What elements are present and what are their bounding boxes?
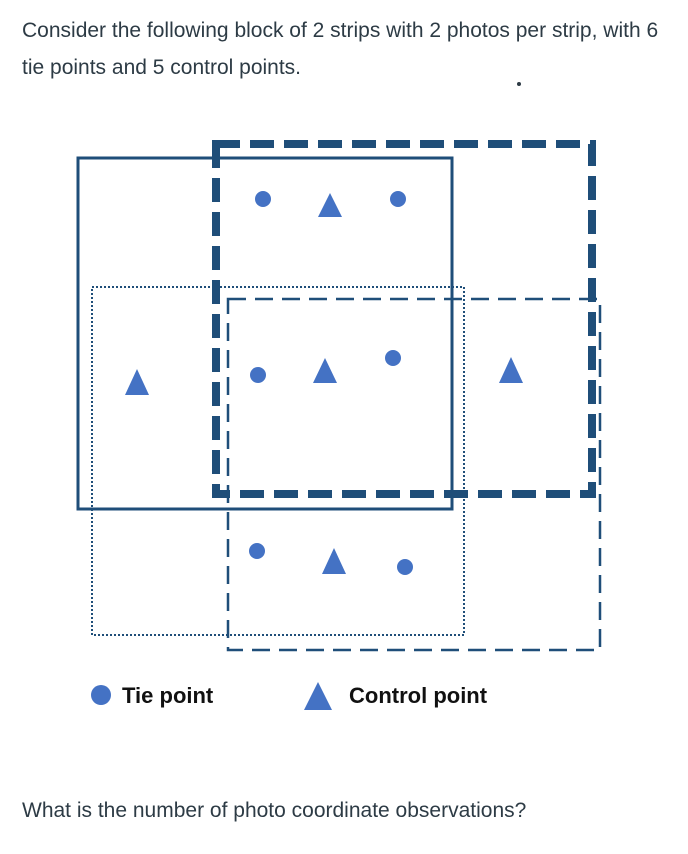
tie-point-marker bbox=[250, 367, 266, 383]
tie-point-legend-label: Tie point bbox=[122, 683, 214, 708]
tie-point-marker bbox=[249, 543, 265, 559]
control-point-legend-icon bbox=[304, 682, 332, 710]
photo-frame-strip2-photo1 bbox=[91, 286, 465, 636]
question-text: What is the number of photo coordinate o… bbox=[22, 799, 527, 822]
control-point-marker bbox=[318, 193, 342, 217]
control-point-legend-label: Control point bbox=[349, 683, 488, 708]
tie-point-marker bbox=[255, 191, 271, 207]
photo-frame-strip2-photo2 bbox=[226, 297, 602, 652]
tie-point-marker bbox=[397, 559, 413, 575]
intro-text: Consider the following block of 2 strips… bbox=[22, 19, 659, 79]
control-point-marker bbox=[499, 357, 523, 383]
control-point-marker bbox=[313, 358, 337, 383]
control-point-marker bbox=[125, 369, 149, 395]
tie-point-legend-icon bbox=[91, 685, 111, 705]
photo-frame-strip1-photo2 bbox=[212, 140, 596, 498]
photo-frame-strip1-photo1 bbox=[76, 156, 454, 511]
tie-point-marker bbox=[390, 191, 406, 207]
control-point-marker bbox=[322, 548, 346, 574]
stray-dot bbox=[517, 82, 521, 86]
tie-point-marker bbox=[385, 350, 401, 366]
